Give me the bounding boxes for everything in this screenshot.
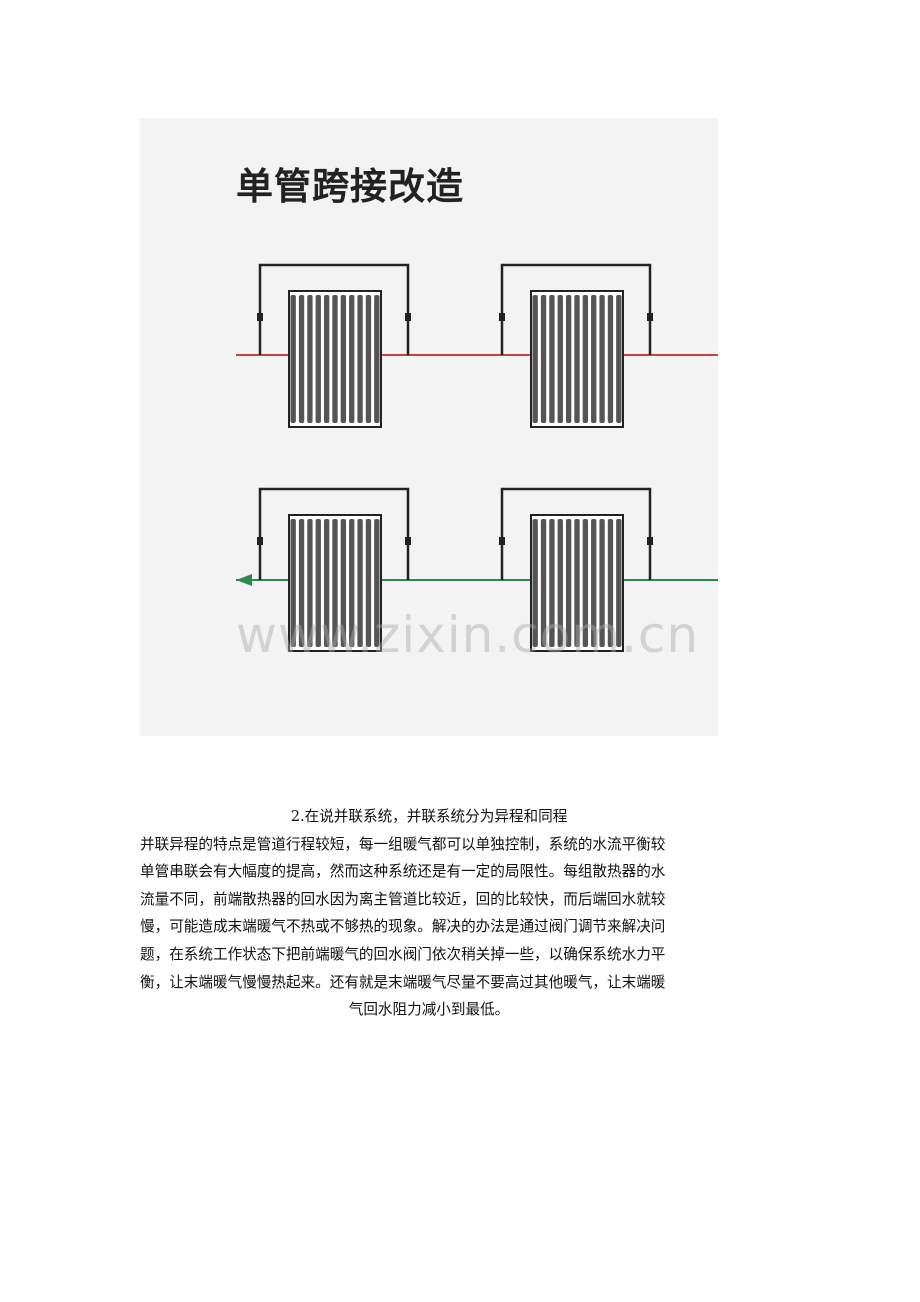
bypass-pipe: [500, 263, 652, 355]
radiator-fin: [557, 295, 563, 423]
radiator-fin: [374, 519, 380, 647]
radiator-fin: [582, 519, 589, 647]
radiator-fin: [549, 519, 555, 647]
radiator-fin: [290, 295, 296, 423]
radiator-fin: [290, 519, 296, 647]
radiator-fin: [549, 295, 555, 423]
radiator-fin: [323, 519, 330, 647]
bypass-pipe: [500, 487, 652, 580]
radiator-fin: [607, 519, 614, 647]
radiator-fin: [315, 519, 321, 647]
radiator-fin: [599, 295, 605, 423]
radiator-fin: [357, 519, 363, 647]
radiator-fin: [349, 295, 355, 423]
watermark: www.zixin.com.cn: [236, 606, 700, 664]
radiator-fin: [557, 519, 563, 647]
valve-icon: [647, 537, 653, 545]
radiator-fin: [365, 295, 372, 423]
radiator-fin: [616, 295, 622, 423]
radiator-fin: [607, 295, 614, 423]
radiator-fin: [532, 295, 538, 423]
radiator-fin: [340, 295, 347, 423]
bypass-pipe: [258, 487, 410, 580]
paragraph-last-line: 气回水阻力减小到最低。: [348, 1001, 510, 1019]
radiator-diagram: 单管跨接改造 www.zixin.com.cn: [140, 118, 718, 736]
valve-icon: [257, 313, 263, 321]
valve-icon: [257, 537, 263, 545]
radiator-fin: [574, 519, 580, 647]
paragraph-line: 并联异程的特点是管道行程较短，每一组暖气都可以单独控制，系统的水流平衡较: [140, 835, 666, 853]
radiator-fin: [616, 519, 622, 647]
radiator-fin: [374, 295, 380, 423]
bypass-pipe: [258, 263, 410, 355]
paragraph-line: 衡，让末端暖气慢慢热起来。还有就是末端暖气尽量不要高过其他暖气，让末端暖: [140, 973, 666, 991]
radiator-fin: [591, 295, 597, 423]
radiator-fin: [323, 295, 330, 423]
radiator-fin: [349, 519, 355, 647]
paragraph-line: 慢，可能造成末端暖气不热或不够热的现象。解决的办法是通过阀门调节来解决问: [140, 918, 666, 936]
radiator-fin: [532, 519, 538, 647]
radiator-fin: [599, 519, 605, 647]
flow-arrow-icon: [236, 574, 252, 586]
radiator-fin: [565, 295, 572, 423]
valve-icon: [499, 537, 505, 545]
radiator-fin: [307, 295, 313, 423]
radiator-fin: [332, 295, 338, 423]
radiator-fin: [365, 519, 372, 647]
radiator-fin: [307, 519, 313, 647]
paragraph-line: 流量不同，前端散热器的回水因为离主管道比较近，回的比较快，而后端回水就较: [140, 890, 666, 908]
radiator-fin: [340, 519, 347, 647]
radiator-fin: [540, 519, 547, 647]
radiator-fin: [591, 519, 597, 647]
radiator-fin: [315, 295, 321, 423]
diagram-canvas: [236, 263, 718, 652]
valve-icon: [647, 313, 653, 321]
radiator-fin: [574, 295, 580, 423]
radiator-fin: [540, 295, 547, 423]
radiator-fin: [357, 295, 363, 423]
valve-icon: [499, 313, 505, 321]
radiator-fin: [332, 519, 338, 647]
radiator-fin: [298, 295, 305, 423]
radiator-fin: [565, 519, 572, 647]
valve-icon: [405, 537, 411, 545]
radiator-fin: [298, 519, 305, 647]
valve-icon: [405, 313, 411, 321]
radiator-fin: [582, 295, 589, 423]
section-heading: 2.在说并联系统，并联系统分为异程和同程: [290, 808, 568, 825]
body-text: 2.在说并联系统，并联系统分为异程和同程 并联异程的特点是管道行程较短，每一组暖…: [140, 803, 718, 1024]
paragraph-line: 单管串联会有大幅度的提高，然而这种系统还是有一定的局限性。每组散热器的水: [140, 863, 666, 881]
figure-title: 单管跨接改造: [236, 165, 464, 208]
paragraph-line: 题，在系统工作状态下把前端暖气的回水阀门依次稍关掉一些，以确保系统水力平: [140, 945, 666, 963]
